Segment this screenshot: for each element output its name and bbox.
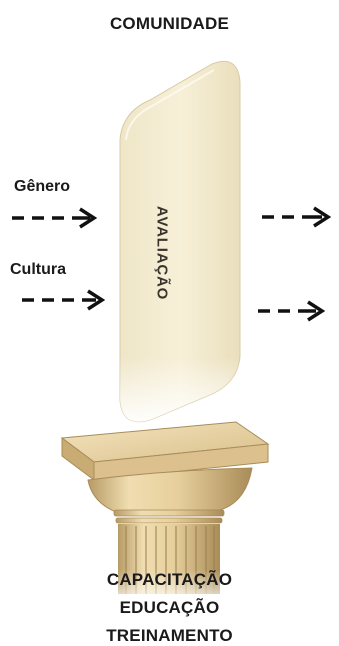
arrow-out-lower [258,302,322,320]
panel-label: AVALIAÇÃO [154,206,171,300]
arrow-genero-in [12,209,94,227]
top-label: COMUNIDADE [0,14,339,34]
base-label-treinamento: TREINAMENTO [0,626,339,646]
input-label-genero: Gênero [14,178,70,196]
arrow-cultura-in [22,291,102,309]
base-label-capacitacao: CAPACITAÇÃO [0,570,339,590]
input-label-cultura: Cultura [10,261,66,279]
base-label-educacao: EDUCAÇÃO [0,598,339,618]
evaluation-panel [120,61,240,421]
arrow-out-upper [262,208,328,226]
